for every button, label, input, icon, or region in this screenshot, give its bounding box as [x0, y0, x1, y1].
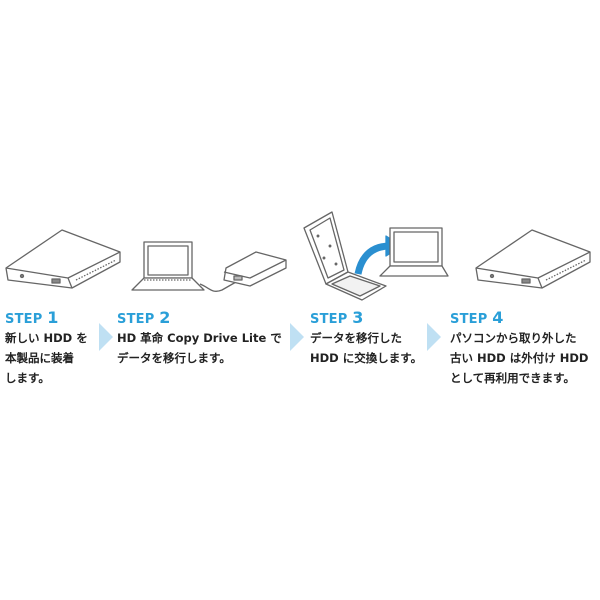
step-label: STEP: [117, 312, 155, 327]
step-1-line-1: 新しい HDD を: [5, 331, 88, 345]
step-4-line-3: として再利用できます。: [450, 371, 576, 385]
step-number: 3: [352, 308, 364, 327]
step-1-line-3: します。: [5, 371, 50, 385]
step-2-line-2: データを移行します。: [117, 351, 231, 365]
step-4: STEP 4 パソコンから取り外した 古い HDD は外付け HDD として再利…: [450, 310, 588, 388]
laptop-connected-hdd-icon: [130, 228, 290, 300]
step-2: STEP 2 HD 革命 Copy Drive Lite で データを移行します…: [117, 310, 282, 368]
step-1-title: STEP 1: [5, 310, 88, 328]
step-4-line-2: 古い HDD は外付け HDD: [450, 351, 589, 365]
step-3-title: STEP 3: [310, 310, 422, 328]
step-number: 4: [492, 308, 504, 327]
chevron-right-icon: [290, 323, 304, 351]
step-3-line-2: HDD に交換します。: [310, 351, 423, 365]
step-number: 1: [47, 308, 59, 327]
step-4-title: STEP 4: [450, 310, 588, 328]
step-2-title: STEP 2: [117, 310, 282, 328]
chevron-right-icon: [99, 323, 113, 351]
step-number: 2: [159, 308, 171, 327]
opened-laptop-hdd-swap-icon: [290, 192, 450, 302]
step-label: STEP: [310, 312, 348, 327]
step-1-line-2: 本製品に装着: [5, 351, 74, 365]
step-3-line-1: データを移行した: [310, 331, 402, 345]
hdd-enclosure-icon: [472, 222, 592, 292]
step-1: STEP 1 新しい HDD を 本製品に装着 します。: [5, 310, 88, 388]
chevron-right-icon: [427, 323, 441, 351]
step-2-line-1: HD 革命 Copy Drive Lite で: [117, 331, 282, 345]
step-label: STEP: [450, 312, 488, 327]
step-label: STEP: [5, 312, 43, 327]
hdd-enclosure-icon: [2, 222, 122, 292]
step-4-line-1: パソコンから取り外した: [450, 331, 577, 345]
step-3: STEP 3 データを移行した HDD に交換します。: [310, 310, 422, 368]
